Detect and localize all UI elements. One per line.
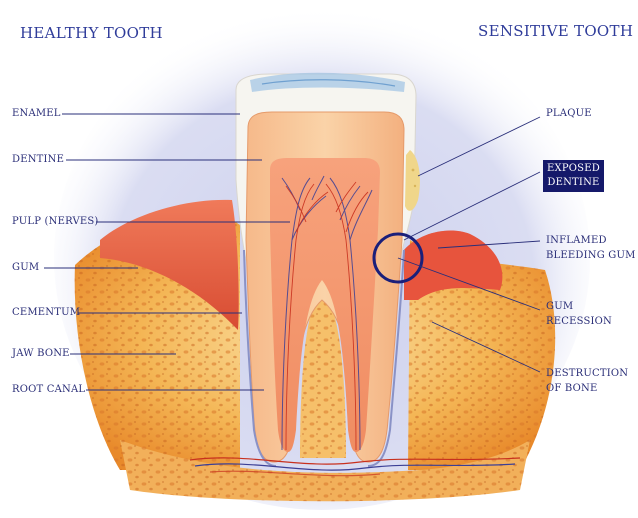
label-bone-destruction-line-1: DESTRUCTION — [546, 368, 629, 379]
label-jaw-bone: JAW BONE — [12, 348, 70, 359]
right-leader-lines — [397, 116, 541, 373]
label-inflamed-gum-line-1: INFLAMED — [546, 235, 607, 246]
plaque-shape — [405, 150, 420, 211]
healthy-tooth-heading: HEALTHY TOOTH — [20, 24, 163, 42]
label-exposed-dentine-line-2: DENTINE — [547, 177, 600, 188]
label-inflamed-gum-line-2: BLEEDING GUM — [546, 250, 636, 261]
label-bone-destruction: DESTRUCTION OF BONE — [546, 366, 628, 396]
sensitive-tooth-heading: SENSITIVE TOOTH — [478, 22, 634, 40]
label-bone-destruction-line-2: OF BONE — [546, 383, 598, 394]
label-enamel: ENAMEL — [12, 108, 61, 119]
label-cementum: CEMENTUM — [12, 307, 81, 318]
label-root-canal: ROOT CANAL — [12, 384, 86, 395]
label-exposed-dentine: EXPOSED DENTINE — [543, 160, 604, 192]
label-gum: GUM — [12, 262, 40, 273]
exposed-dentine-circle — [372, 232, 424, 284]
label-dentine: DENTINE — [12, 154, 65, 165]
nerve-lines — [281, 175, 373, 451]
label-gum-recession-line-2: RECESSION — [546, 316, 613, 327]
inflamed-gum-shape — [404, 230, 503, 300]
base-vessels — [189, 457, 521, 477]
left-leader-lines — [44, 113, 290, 391]
label-gum-recession-line-1: GUM — [546, 301, 574, 312]
label-gum-recession: GUM RECESSION — [546, 299, 612, 329]
label-plaque: PLAQUE — [546, 108, 592, 119]
healthy-gum-shape — [100, 199, 239, 330]
label-inflamed-gum: INFLAMED BLEEDING GUM — [546, 233, 636, 263]
label-pulp: PULP (NERVES) — [12, 216, 99, 227]
blood-vessel-lines — [285, 181, 369, 451]
label-exposed-dentine-line-1: EXPOSED — [547, 163, 600, 174]
